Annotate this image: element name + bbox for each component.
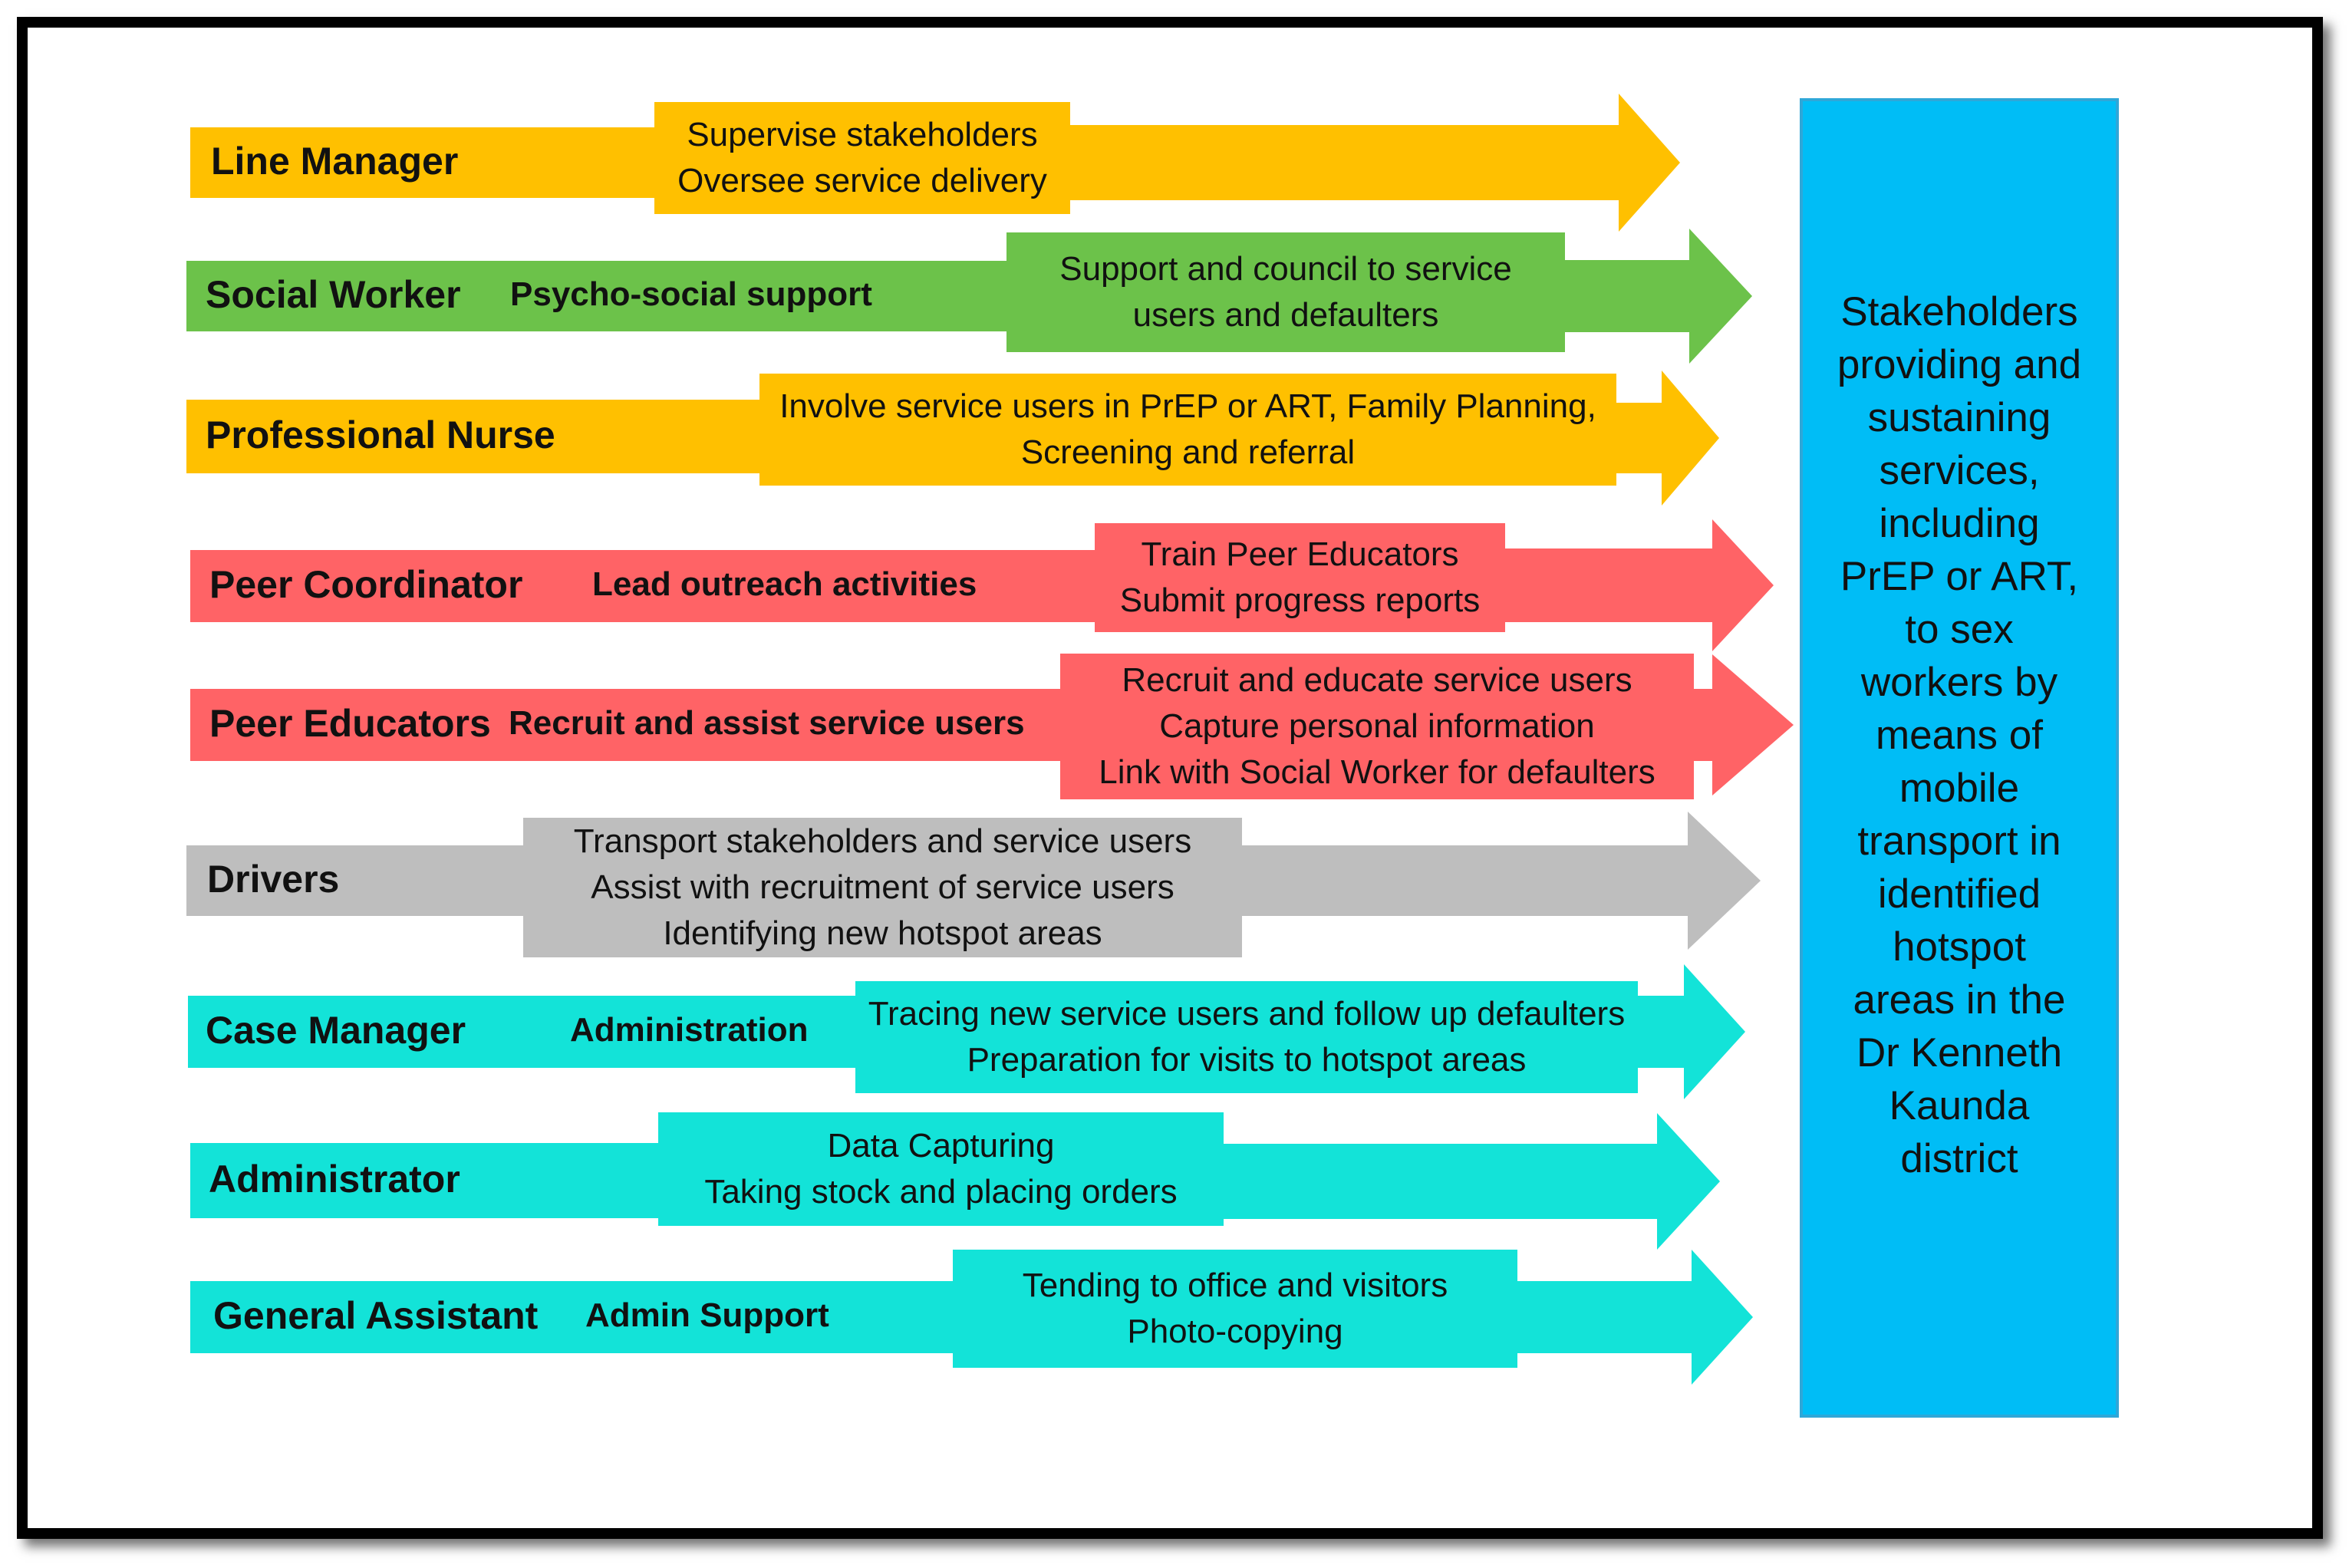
outcome-line: district xyxy=(1900,1136,2018,1181)
role-label: Professional Nurse xyxy=(206,413,555,456)
role-bar xyxy=(190,550,1098,622)
outcome-line: Kaunda xyxy=(1889,1083,2030,1128)
responsibility-box: Transport stakeholders and service users… xyxy=(523,818,1242,957)
responsibility-line: Transport stakeholders and service users xyxy=(573,822,1192,860)
arrow-head-icon xyxy=(1689,229,1752,364)
arrow-shaft xyxy=(1562,260,1691,332)
arrow-shaft xyxy=(1502,548,1714,622)
role-bar xyxy=(190,689,1063,761)
outcome-line: Stakeholders xyxy=(1840,289,2078,334)
outcome-line: hotspot xyxy=(1893,924,2026,970)
outcome-line: workers by xyxy=(1860,660,2058,705)
arrow-head-icon xyxy=(1619,94,1680,232)
responsibility-line: users and defaulters xyxy=(1132,296,1439,334)
outcome-line: Dr Kenneth xyxy=(1856,1030,2063,1076)
outcome-line: PrEP or ART, xyxy=(1840,554,2079,599)
responsibility-line: Screening and referral xyxy=(1020,433,1356,471)
arrow-head-icon xyxy=(1712,654,1794,796)
responsibility-line: Tending to office and visitors xyxy=(1022,1267,1448,1304)
responsibility-line: Capture personal information xyxy=(1159,707,1595,745)
outcome-line: sustaining xyxy=(1867,395,2051,440)
arrow-shaft xyxy=(1514,1281,1693,1353)
arrow-head-icon xyxy=(1684,964,1745,1099)
responsibility-line: Preparation for visits to hotspot areas xyxy=(967,1041,1527,1079)
role-task-label: Recruit and assist service users xyxy=(509,704,1025,742)
responsibility-line: Recruit and educate service users xyxy=(1122,661,1632,699)
responsibility-box: Support and council to service users and … xyxy=(1006,232,1565,352)
responsibility-line: Tracing new service users and follow up … xyxy=(868,995,1626,1033)
outcome-line: including xyxy=(1879,501,2040,546)
role-label: Peer Educators xyxy=(209,702,491,745)
arrow-shaft xyxy=(1613,403,1663,473)
role-bar xyxy=(186,400,763,473)
responsibility-line: Submit progress reports xyxy=(1119,581,1481,619)
responsibility-box: Involve service users in PrEP or ART, Fa… xyxy=(759,374,1616,486)
role-task-label: Psycho-social support xyxy=(510,275,872,313)
outcome-line: means of xyxy=(1875,713,2043,758)
responsibility-line: Photo-copying xyxy=(1127,1313,1343,1350)
arrow-shaft xyxy=(1221,1144,1659,1219)
arrow-head-icon xyxy=(1712,519,1774,651)
role-label: Administrator xyxy=(209,1158,460,1201)
responsibility-box: Tracing new service users and follow up … xyxy=(855,981,1638,1093)
responsibility-line: Taking stock and placing orders xyxy=(704,1173,1178,1211)
role-label: Case Manager xyxy=(206,1009,466,1052)
role-task-label: Admin Support xyxy=(585,1296,829,1334)
outcome-line: services, xyxy=(1879,448,2040,493)
responsibility-line: Oversee service delivery xyxy=(677,162,1047,199)
role-bar xyxy=(186,845,526,916)
responsibility-line: Data Capturing xyxy=(827,1127,1055,1164)
outcome-line: to sex xyxy=(1905,607,2014,652)
outcome-line: identified xyxy=(1877,871,2041,917)
role-label: Peer Coordinator xyxy=(209,563,523,606)
outcome-line: providing and xyxy=(1837,342,2082,387)
stakeholder-outcome-box: Stakeholders providing and sustaining servi… xyxy=(1800,98,2119,1418)
role-bar xyxy=(190,127,657,198)
role-bar xyxy=(188,996,858,1068)
role-label: Drivers xyxy=(207,858,340,901)
role-label: General Assistant xyxy=(213,1294,539,1337)
responsibility-line: Supervise stakeholders xyxy=(687,116,1038,153)
arrow-shaft xyxy=(1067,125,1620,200)
arrow-head-icon xyxy=(1657,1113,1720,1250)
responsibility-line: Link with Social Worker for defaulters xyxy=(1099,753,1656,791)
arrow-shaft xyxy=(1635,996,1685,1068)
role-bar xyxy=(186,261,1010,331)
responsibility-line: Identifying new hotspot areas xyxy=(663,914,1102,952)
role-bar xyxy=(190,1143,661,1218)
arrow-head-icon xyxy=(1662,371,1719,506)
arrow-head-icon xyxy=(1692,1250,1753,1385)
responsibility-line: Train Peer Educators xyxy=(1141,535,1459,573)
arrow-shaft xyxy=(1239,845,1689,916)
responsibility-line: Assist with recruitment of service users xyxy=(591,868,1174,906)
arrow-shaft xyxy=(1691,689,1714,761)
responsibility-line: Support and council to service xyxy=(1059,250,1512,288)
role-label: Line Manager xyxy=(211,140,459,183)
role-bar xyxy=(190,1281,956,1353)
outcome-line: mobile xyxy=(1899,766,2020,811)
role-task-label: Administration xyxy=(570,1011,809,1049)
arrow-head-icon xyxy=(1688,812,1761,950)
outcome-line: areas in the xyxy=(1853,977,2066,1023)
role-label: Social Worker xyxy=(206,273,461,316)
role-task-label: Lead outreach activities xyxy=(592,565,977,603)
responsibility-line: Involve service users in PrEP or ART, Fa… xyxy=(779,387,1596,425)
outcome-line: transport in xyxy=(1857,819,2061,864)
